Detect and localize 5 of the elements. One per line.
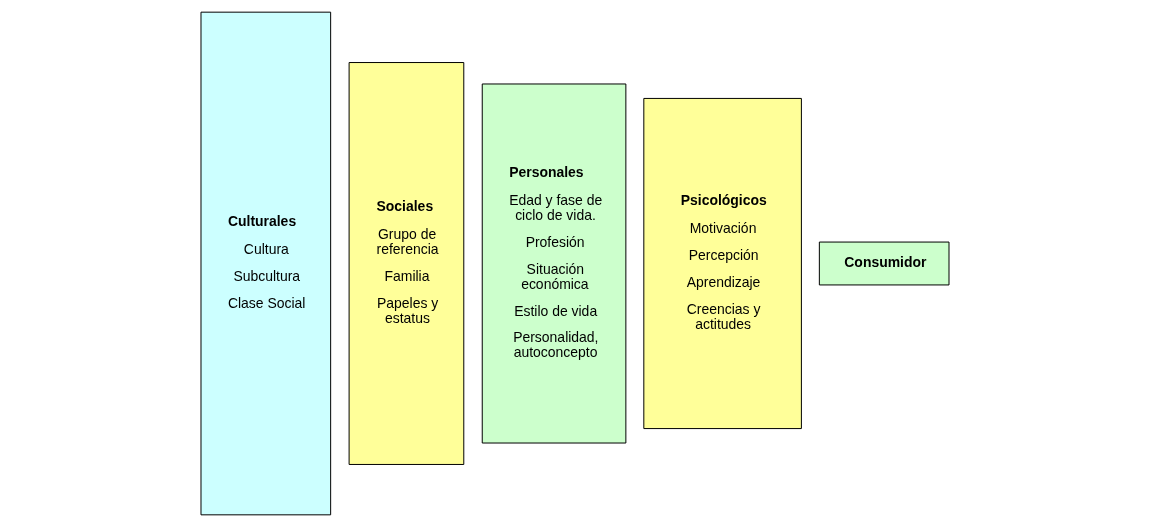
node-box: Culturales Cultura Subcultura Clase Social bbox=[200, 11, 332, 516]
node-box: Psicológicos Motivación Percepción Aprendizaje Creencias y actitudes bbox=[643, 97, 802, 430]
node-box: Personales Edad y fase de ciclo de vida. Profesión Situación económica Estilo de vida Personalidad, autoconcepto bbox=[481, 83, 627, 444]
node-box: Consumidor bbox=[818, 241, 950, 286]
node-box: Sociales Grupo de referencia Familia Papeles y estatus bbox=[348, 62, 465, 465]
